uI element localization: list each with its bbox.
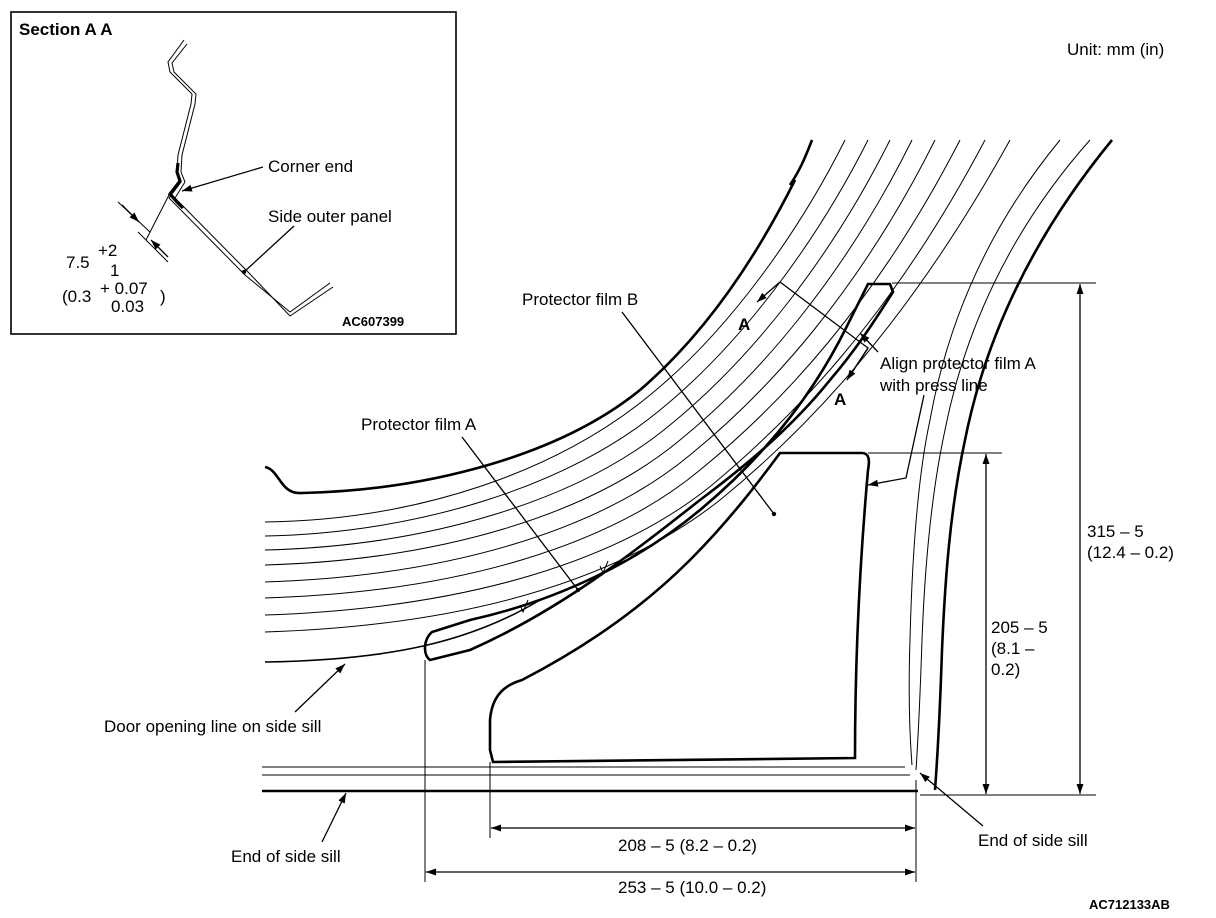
end-of-side-sill-right-label: End of side sill (978, 831, 1088, 850)
inset-dim-line (145, 192, 171, 241)
dim-208-text: 208 – 5 (8.2 – 0.2) (618, 836, 757, 855)
protector-film-a-dot (575, 587, 581, 593)
dimension-208: 208 – 5 (8.2 – 0.2) (489, 762, 917, 882)
protector-film-b-dot (771, 511, 777, 517)
section-cut-arrow-bottom (846, 347, 869, 381)
inset-dim-in-close: ) (160, 287, 166, 306)
figure-code: AC712133AB (1089, 897, 1170, 912)
inset-dim-mm-plus: +2 (98, 241, 117, 260)
protector-film-b-leader (621, 311, 775, 515)
corner-end-leader (181, 166, 264, 192)
press-line-8 (264, 139, 1011, 633)
inset-dim-in-minus: 0.03 (111, 297, 144, 316)
section-mark-top: A (738, 315, 750, 334)
inset-dim-arrow-1 (121, 204, 140, 223)
door-opening-label: Door opening line on side sill (104, 717, 321, 736)
inset-dim-in-plus: + 0.07 (100, 279, 148, 298)
inset-dim-arrow-2 (150, 239, 169, 258)
section-inset: Section A A Corner end Side outer panel … (10, 11, 457, 335)
inset-frame (10, 11, 457, 335)
align-leader-1 (859, 332, 879, 353)
align-leader-2 (867, 394, 925, 487)
press-line-2 (264, 139, 869, 537)
dim-205-text-1: 205 – 5 (991, 618, 1048, 637)
dimension-253: 253 – 5 (10.0 – 0.2) (424, 660, 915, 897)
section-cut-polyline (779, 281, 869, 381)
end-of-side-sill-right-leader (919, 772, 984, 827)
section-cut-arrow-top (756, 281, 781, 303)
inset-dim-mm-base: 7.5 (66, 253, 90, 272)
dim-315-text-1: 315 – 5 (1087, 522, 1144, 541)
press-line-5 (264, 139, 936, 583)
dimension-315: 315 – 5 (12.4 – 0.2) (892, 282, 1174, 796)
inset-corner-end-film (167, 162, 185, 210)
section-mark-bottom: A (834, 390, 846, 409)
pillar-line-2 (933, 139, 1114, 791)
body-outer-edge (264, 139, 814, 495)
protector-film-a-leader (461, 436, 579, 591)
align-label-line1: Align protector film A (880, 354, 1037, 373)
side-outer-panel-dot (241, 269, 247, 275)
inset-dim-ext-2 (137, 231, 169, 263)
inset-dim-in-open: (0.3 (62, 287, 91, 306)
inset-panel-section (167, 39, 331, 313)
dim-205-text-2: (8.1 – (991, 639, 1035, 658)
inset-title: Section A A (19, 20, 113, 39)
inset-code: AC607399 (342, 314, 404, 329)
pillar-line-3 (908, 139, 1061, 766)
dim-253-text: 253 – 5 (10.0 – 0.2) (618, 878, 766, 897)
press-line-6 (264, 139, 961, 599)
dim-315-text-2: (12.4 – 0.2) (1087, 543, 1174, 562)
pillar-line-1 (915, 139, 1091, 771)
protector-film-b-outline (488, 451, 871, 764)
side-outer-panel-leader (243, 225, 295, 273)
press-line-7 (264, 139, 986, 616)
protector-film-a-label: Protector film A (361, 415, 477, 434)
protector-film-b-label: Protector film B (522, 290, 638, 309)
end-of-side-sill-left-leader (321, 792, 347, 843)
dimension-205: 205 – 5 (8.1 – 0.2) (868, 452, 1048, 794)
press-line-4 (264, 139, 913, 566)
film-a-detail (519, 560, 609, 614)
section-cut-line: A A (738, 281, 869, 409)
align-label-line2: with press line (879, 376, 988, 395)
dim-205-text-3: 0.2) (991, 660, 1020, 679)
press-line-3 (264, 139, 891, 551)
corner-end-label: Corner end (268, 157, 353, 176)
door-opening-line (264, 599, 541, 663)
side-outer-panel-label: Side outer panel (268, 207, 392, 226)
inset-panel-section-inner (171, 43, 334, 317)
unit-label: Unit: mm (in) (1067, 40, 1164, 59)
press-line-1 (264, 139, 846, 523)
door-opening-leader (294, 663, 346, 713)
inset-dim-mm-minus: 1 (110, 261, 119, 280)
protector-film-a-outline (423, 282, 895, 662)
body-outline (262, 139, 1114, 793)
end-of-side-sill-left-label: End of side sill (231, 847, 341, 866)
